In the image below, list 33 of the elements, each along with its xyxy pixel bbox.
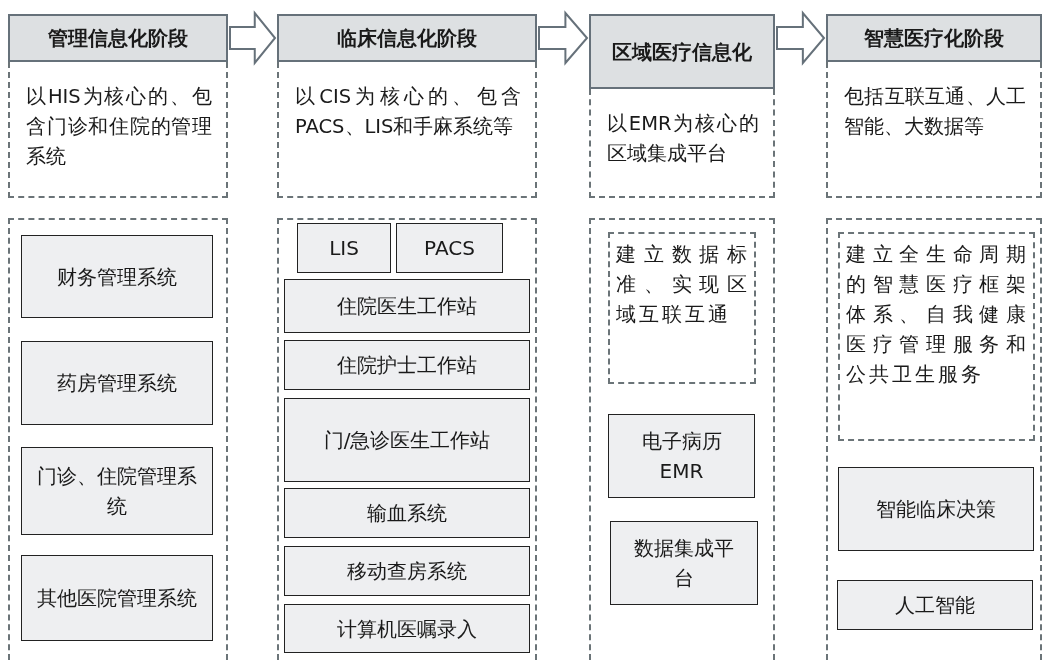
system-box: 住院医生工作站 bbox=[284, 279, 530, 333]
group-panel bbox=[589, 218, 775, 662]
description-box: 以HIS为核心的、包含门诊和住院的管理系统 bbox=[8, 62, 228, 198]
group-panel bbox=[826, 218, 1042, 662]
system-box: 门/急诊医生工作站 bbox=[284, 398, 530, 482]
note-box: 建立全生命周期的智慧医疗框架体系、自我健康医疗管理服务和公共卫生服务 bbox=[838, 232, 1035, 441]
block-arrow bbox=[229, 10, 277, 66]
description-box: 以CIS为核心的、包含PACS、LIS和手麻系统等 bbox=[277, 62, 537, 198]
system-box: 电子病历 EMR bbox=[608, 414, 755, 498]
system-box: 门诊、住院管理系统 bbox=[21, 447, 213, 535]
system-box: 智能临床决策 bbox=[838, 467, 1034, 551]
system-box: 数据集成平台 bbox=[610, 521, 758, 605]
system-box: 人工智能 bbox=[837, 580, 1033, 630]
system-box: 输血系统 bbox=[284, 488, 530, 538]
system-box: 移动查房系统 bbox=[284, 546, 530, 596]
system-box: 药房管理系统 bbox=[21, 341, 213, 425]
group-panel bbox=[277, 218, 537, 662]
description-box: 以EMR为核心的区域集成平台 bbox=[589, 89, 775, 198]
system-box: LIS bbox=[297, 223, 391, 273]
stage-header-box: 区域医疗信息化 bbox=[589, 14, 775, 89]
system-box: PACS bbox=[396, 223, 503, 273]
stage-header-box: 管理信息化阶段 bbox=[8, 14, 228, 62]
stage-header-box: 智慧医疗化阶段 bbox=[826, 14, 1042, 62]
stage-header-box: 临床信息化阶段 bbox=[277, 14, 537, 62]
note-box: 建立数据标准、实现区域互联互通 bbox=[608, 232, 756, 384]
group-panel bbox=[8, 218, 228, 662]
description-box: 包括互联互通、人工智能、大数据等 bbox=[826, 62, 1042, 198]
system-box: 计算机医嘱录入 bbox=[284, 604, 530, 653]
block-arrow bbox=[776, 10, 826, 66]
system-box: 其他医院管理系统 bbox=[21, 555, 213, 641]
system-box: 住院护士工作站 bbox=[284, 340, 530, 390]
block-arrow bbox=[538, 10, 589, 66]
system-box: 财务管理系统 bbox=[21, 235, 213, 318]
